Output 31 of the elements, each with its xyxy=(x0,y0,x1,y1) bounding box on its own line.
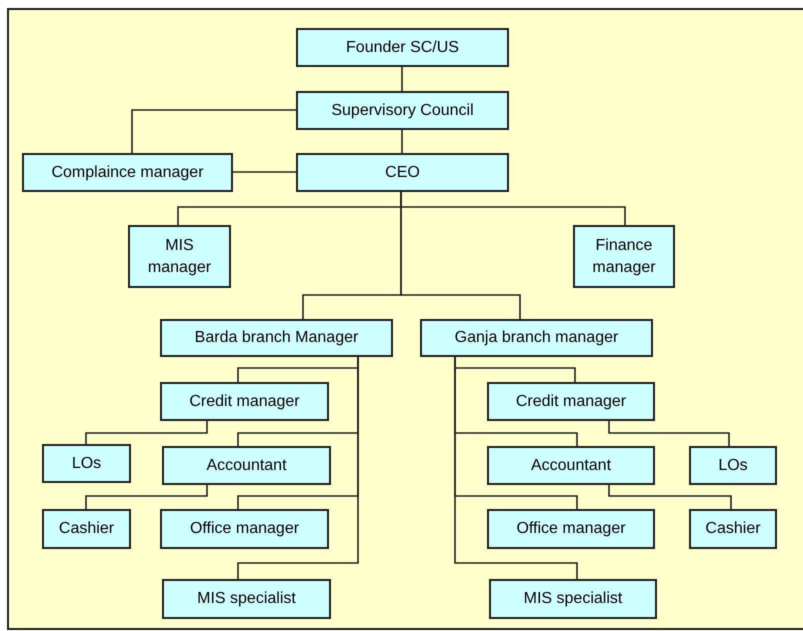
role-box: Complaince manager xyxy=(22,153,233,192)
role-box: Office manager xyxy=(487,509,655,549)
role-box: LOs xyxy=(42,444,131,483)
role-box: Cashier xyxy=(42,509,131,549)
role-box: Credit manager xyxy=(487,382,655,421)
connector-line xyxy=(608,485,732,509)
role-box: Supervisory Council xyxy=(296,91,509,130)
connector-line xyxy=(401,130,403,153)
role-box: Ganja branch manager xyxy=(420,319,653,357)
connector-line xyxy=(237,357,359,579)
role-box: Barda branch Manager xyxy=(160,319,393,357)
role-box: Accountant xyxy=(487,446,655,485)
role-box: Credit manager xyxy=(160,382,329,421)
role-box: Office manager xyxy=(160,509,329,549)
role-box: CEO xyxy=(296,153,509,192)
role-box: MIS manager xyxy=(128,225,231,288)
role-box: MIS specialist xyxy=(162,579,331,619)
role-box: Cashier xyxy=(689,509,777,549)
connector-line xyxy=(401,67,403,91)
connector-line xyxy=(233,171,296,173)
connector-line xyxy=(454,357,578,579)
connector-line xyxy=(85,421,208,444)
role-box: Founder SC/US xyxy=(296,28,509,67)
role-box: Accountant xyxy=(162,446,331,485)
connector-line xyxy=(400,192,521,319)
connector-line xyxy=(85,485,208,509)
role-box: LOs xyxy=(689,446,777,485)
role-box: MIS specialist xyxy=(489,579,657,619)
connector-line xyxy=(131,109,296,153)
connector-line xyxy=(608,421,730,446)
role-box: Finance manager xyxy=(573,225,675,288)
